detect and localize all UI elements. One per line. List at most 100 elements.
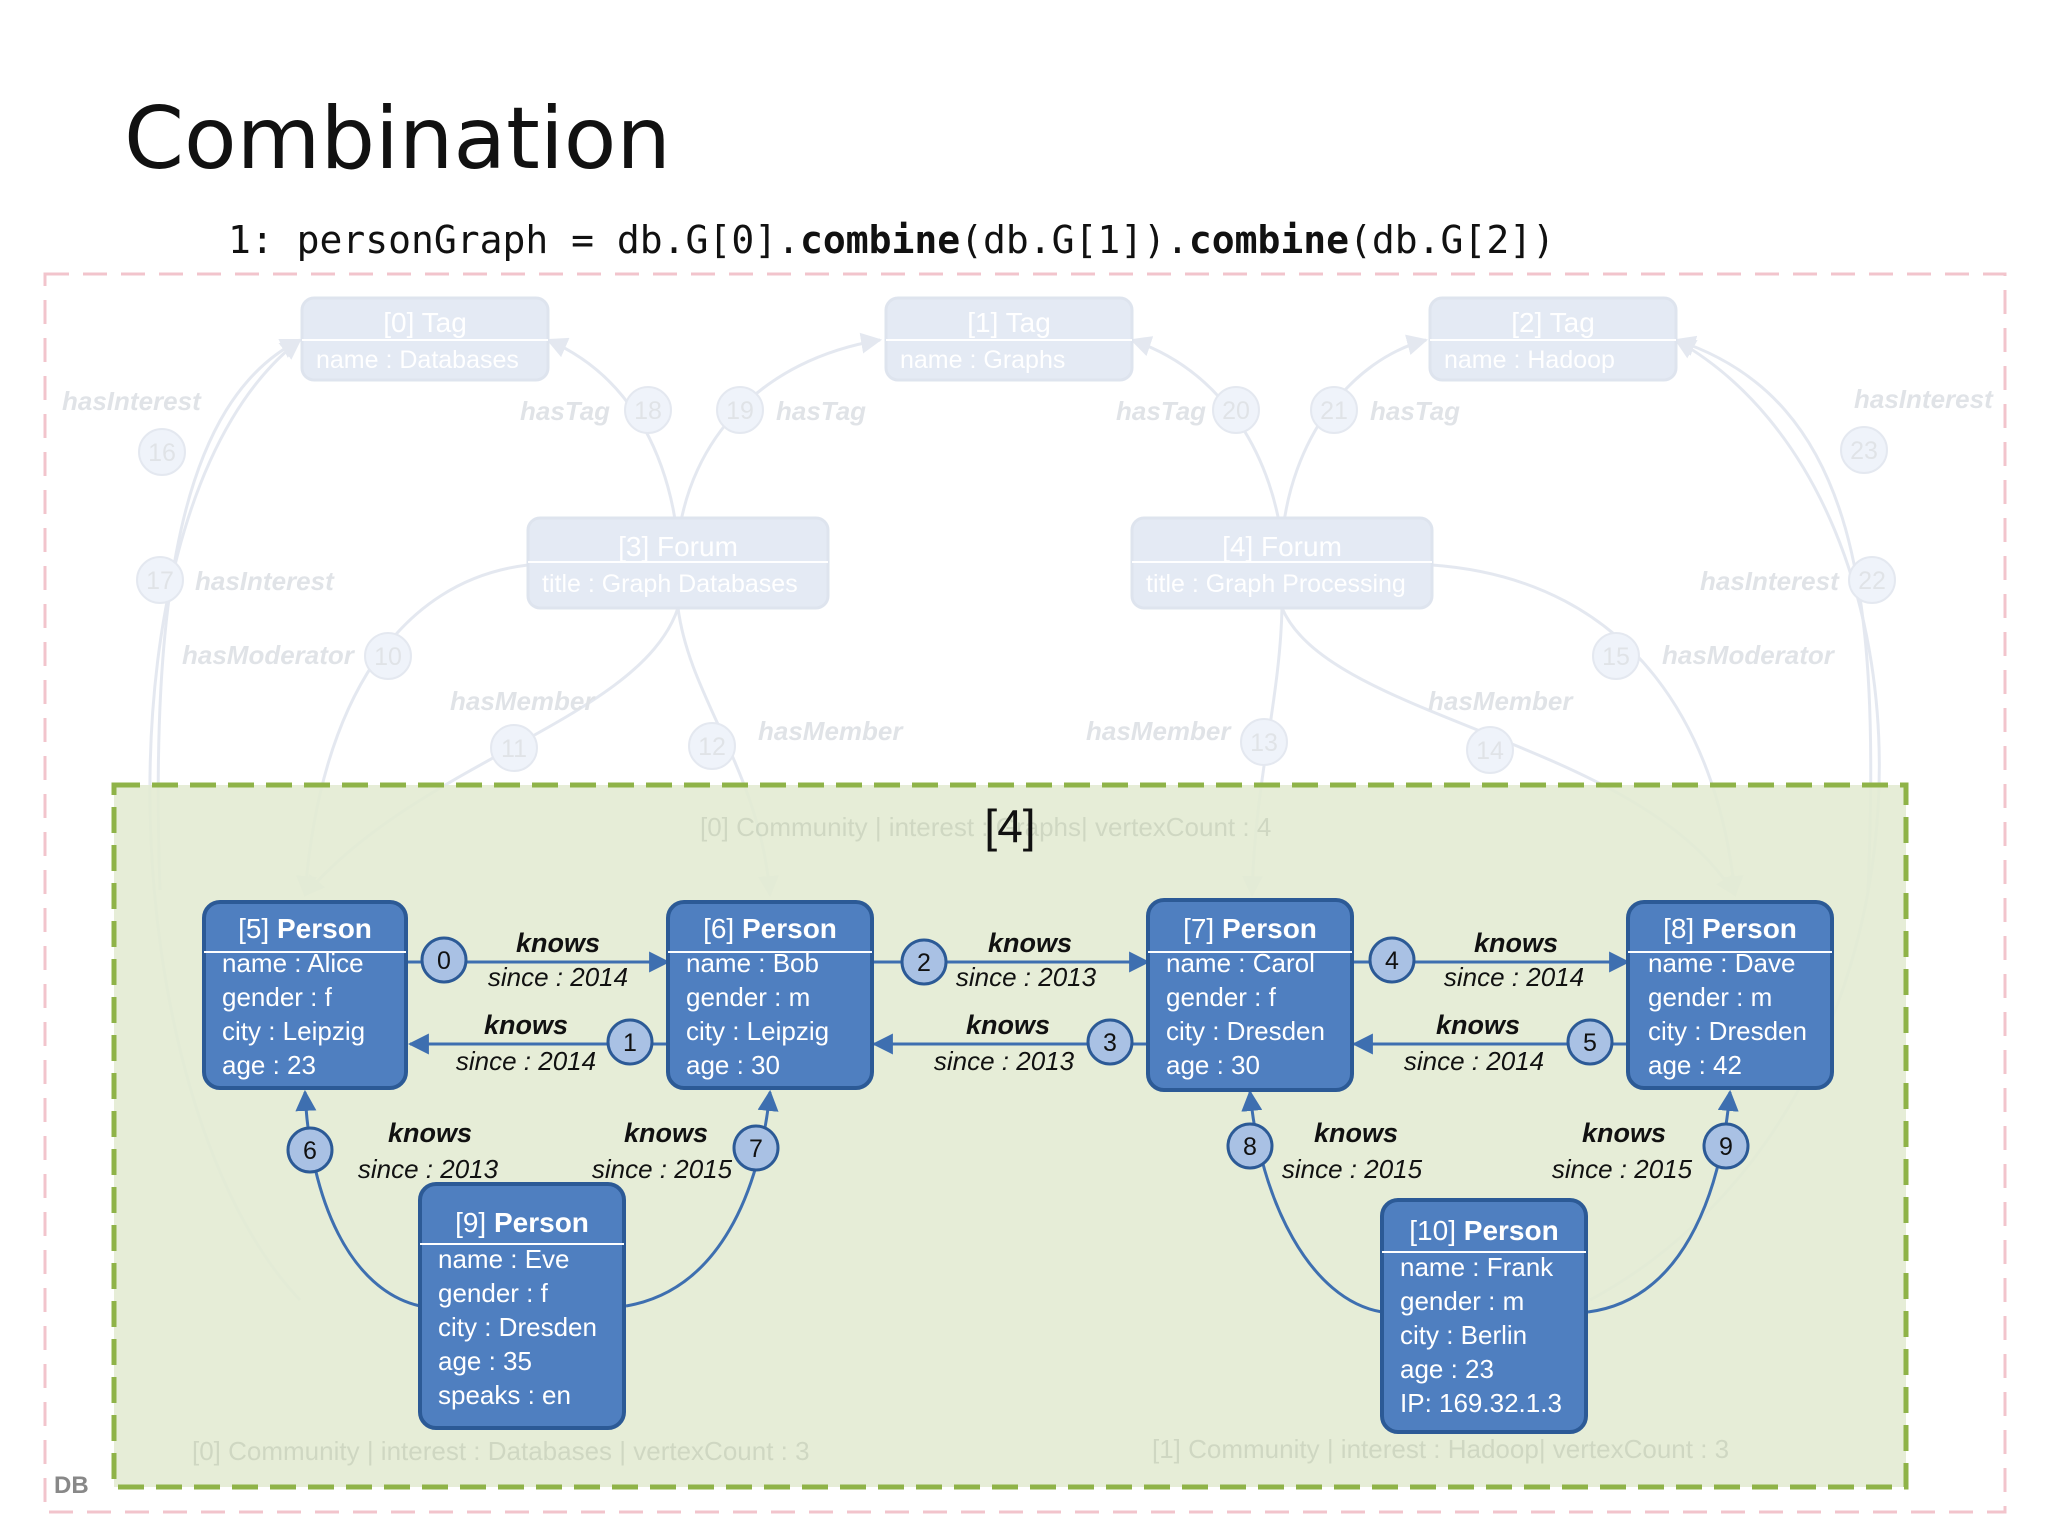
bg-node-tag-2: [2] Tag name : Hadoop <box>1428 296 1678 382</box>
svg-text:knows: knows <box>1582 1118 1666 1148</box>
person-node-9[interactable]: [9] Person name : Eve gender : f city : … <box>418 1182 626 1430</box>
code-arg-1: (db.G[1]). <box>960 218 1189 262</box>
person-node-5[interactable]: [5] Person name : Alice gender : f city … <box>202 900 408 1090</box>
svg-text:title : Graph Processing: title : Graph Processing <box>1146 570 1406 598</box>
bg-node-tag-0: [0] Tag name : Databases <box>300 296 550 382</box>
bg-edge-11: hasMember 11 <box>450 686 596 772</box>
svg-text:1: 1 <box>623 1029 637 1057</box>
svg-text:city : Dresden: city : Dresden <box>1648 1016 1807 1046</box>
svg-text:[1] Tag: [1] Tag <box>967 307 1051 338</box>
svg-text:city : Dresden: city : Dresden <box>438 1312 597 1342</box>
bg-edge-19: 19 hasTag <box>716 386 866 434</box>
svg-text:city : Dresden: city : Dresden <box>1166 1016 1325 1046</box>
bg-edge-21: 21 hasTag <box>1310 386 1460 434</box>
code-method-1: combine <box>799 218 961 262</box>
svg-text:name : Dave: name : Dave <box>1648 948 1795 978</box>
svg-text:gender : f: gender : f <box>1166 982 1277 1012</box>
svg-text:since : 2014: since : 2014 <box>488 962 628 992</box>
knows-edge-3: knows since : 2013 3 <box>934 1010 1134 1076</box>
svg-text:hasTag: hasTag <box>1116 396 1206 426</box>
svg-text:knows: knows <box>388 1118 472 1148</box>
svg-text:7: 7 <box>749 1135 763 1163</box>
svg-text:[4] Forum: [4] Forum <box>1222 531 1342 562</box>
code-prefix: 1: personGraph = db.G[0]. <box>228 218 800 262</box>
svg-text:since : 2014: since : 2014 <box>1444 962 1584 992</box>
svg-text:hasInterest: hasInterest <box>1700 566 1840 596</box>
svg-text:title : Graph Databases: title : Graph Databases <box>542 570 798 598</box>
svg-text:[2] Tag: [2] Tag <box>1511 307 1595 338</box>
svg-text:name : Hadoop: name : Hadoop <box>1444 346 1615 374</box>
svg-text:3: 3 <box>1103 1029 1117 1057</box>
svg-text:5: 5 <box>1583 1029 1597 1057</box>
svg-text:hasTag: hasTag <box>520 396 610 426</box>
bg-edge-16: hasInterest 16 <box>62 386 202 476</box>
svg-text:17: 17 <box>146 567 174 595</box>
svg-text:gender : f: gender : f <box>438 1278 549 1308</box>
db-label: DB <box>54 1472 89 1499</box>
knows-edge-0: 0 knows since : 2014 <box>420 928 628 992</box>
bg-edge-23: hasInterest 23 <box>1840 384 1994 474</box>
svg-text:age : 23: age : 23 <box>1400 1354 1494 1384</box>
svg-text:knows: knows <box>1436 1010 1520 1040</box>
svg-text:name : Eve: name : Eve <box>438 1244 570 1274</box>
svg-text:hasMember: hasMember <box>758 716 904 746</box>
svg-text:since : 2013: since : 2013 <box>956 962 1097 992</box>
bg-edge-15: 15 hasModerator <box>1592 632 1836 680</box>
svg-text:name : Alice: name : Alice <box>222 948 364 978</box>
code-arg-2: (db.G[2]) <box>1349 218 1555 262</box>
svg-text:age : 30: age : 30 <box>1166 1050 1260 1080</box>
svg-text:knows: knows <box>624 1118 708 1148</box>
person-node-10[interactable]: [10] Person name : Frank gender : m city… <box>1380 1198 1588 1434</box>
svg-text:IP: 169.32.1.3: IP: 169.32.1.3 <box>1400 1388 1562 1418</box>
svg-text:[0] Community | interest : Dat: [0] Community | interest : Databases | v… <box>192 1436 810 1466</box>
bg-edge-14: hasMember 14 <box>1428 686 1574 774</box>
svg-text:knows: knows <box>988 928 1072 958</box>
svg-text:21: 21 <box>1320 397 1348 425</box>
person-node-6[interactable]: [6] Person name : Bob gender : m city : … <box>666 900 874 1090</box>
svg-text:16: 16 <box>148 439 176 467</box>
svg-text:15: 15 <box>1602 643 1630 671</box>
svg-text:city : Leipzig: city : Leipzig <box>222 1016 365 1046</box>
person-node-7[interactable]: [7] Person name : Carol gender : f city … <box>1146 898 1354 1092</box>
svg-text:name : Graphs: name : Graphs <box>900 346 1065 374</box>
knows-edge-9: knows since : 2015 9 <box>1552 1118 1750 1184</box>
db-frame <box>43 272 2007 1514</box>
svg-text:9: 9 <box>1719 1133 1733 1161</box>
person-node-8[interactable]: [8] Person name : Dave gender : m city :… <box>1626 900 1834 1090</box>
svg-text:name : Bob: name : Bob <box>686 948 819 978</box>
knows-edge-1: knows since : 2014 1 <box>456 1010 654 1076</box>
svg-text:10: 10 <box>374 643 402 671</box>
knows-edge-4: 4 knows since : 2014 <box>1368 928 1584 992</box>
svg-text:city : Leipzig: city : Leipzig <box>686 1016 829 1046</box>
svg-text:hasModerator: hasModerator <box>1662 640 1836 670</box>
svg-text:18: 18 <box>634 397 662 425</box>
svg-text:gender : m: gender : m <box>1648 982 1772 1012</box>
svg-text:knows: knows <box>966 1010 1050 1040</box>
knows-edge-6: 6 knows since : 2013 <box>286 1118 499 1184</box>
svg-text:age : 30: age : 30 <box>686 1050 780 1080</box>
svg-text:4: 4 <box>1385 947 1399 975</box>
svg-text:[9] Person: [9] Person <box>455 1207 589 1238</box>
svg-text:gender : m: gender : m <box>686 982 810 1012</box>
svg-text:city : Berlin: city : Berlin <box>1400 1320 1527 1350</box>
svg-text:name : Carol: name : Carol <box>1166 948 1315 978</box>
svg-text:[6] Person: [6] Person <box>703 913 837 944</box>
svg-text:hasTag: hasTag <box>776 396 866 426</box>
bg-node-forum-4: [4] Forum title : Graph Processing <box>1130 516 1434 610</box>
svg-text:22: 22 <box>1858 567 1886 595</box>
knows-edge-8: 8 knows since : 2015 <box>1226 1118 1423 1184</box>
bg-edge-20: hasTag 20 <box>1116 386 1260 434</box>
svg-text:[1] Community | interest : Had: [1] Community | interest : Hadoop| verte… <box>1152 1434 1729 1464</box>
svg-text:hasInterest: hasInterest <box>195 566 335 596</box>
svg-text:8: 8 <box>1243 1133 1257 1161</box>
svg-text:hasMember: hasMember <box>1428 686 1574 716</box>
svg-text:[5] Person: [5] Person <box>238 913 372 944</box>
knows-edge-5: knows since : 2014 5 <box>1404 1010 1614 1076</box>
svg-text:knows: knows <box>1474 928 1558 958</box>
svg-text:age : 23: age : 23 <box>222 1050 316 1080</box>
svg-text:since : 2015: since : 2015 <box>1552 1154 1693 1184</box>
knows-edge-2: 2 knows since : 2013 <box>900 928 1097 992</box>
bg-edge-13: hasMember 13 <box>1086 716 1288 766</box>
bg-edge-12: 12 hasMember <box>688 716 904 770</box>
